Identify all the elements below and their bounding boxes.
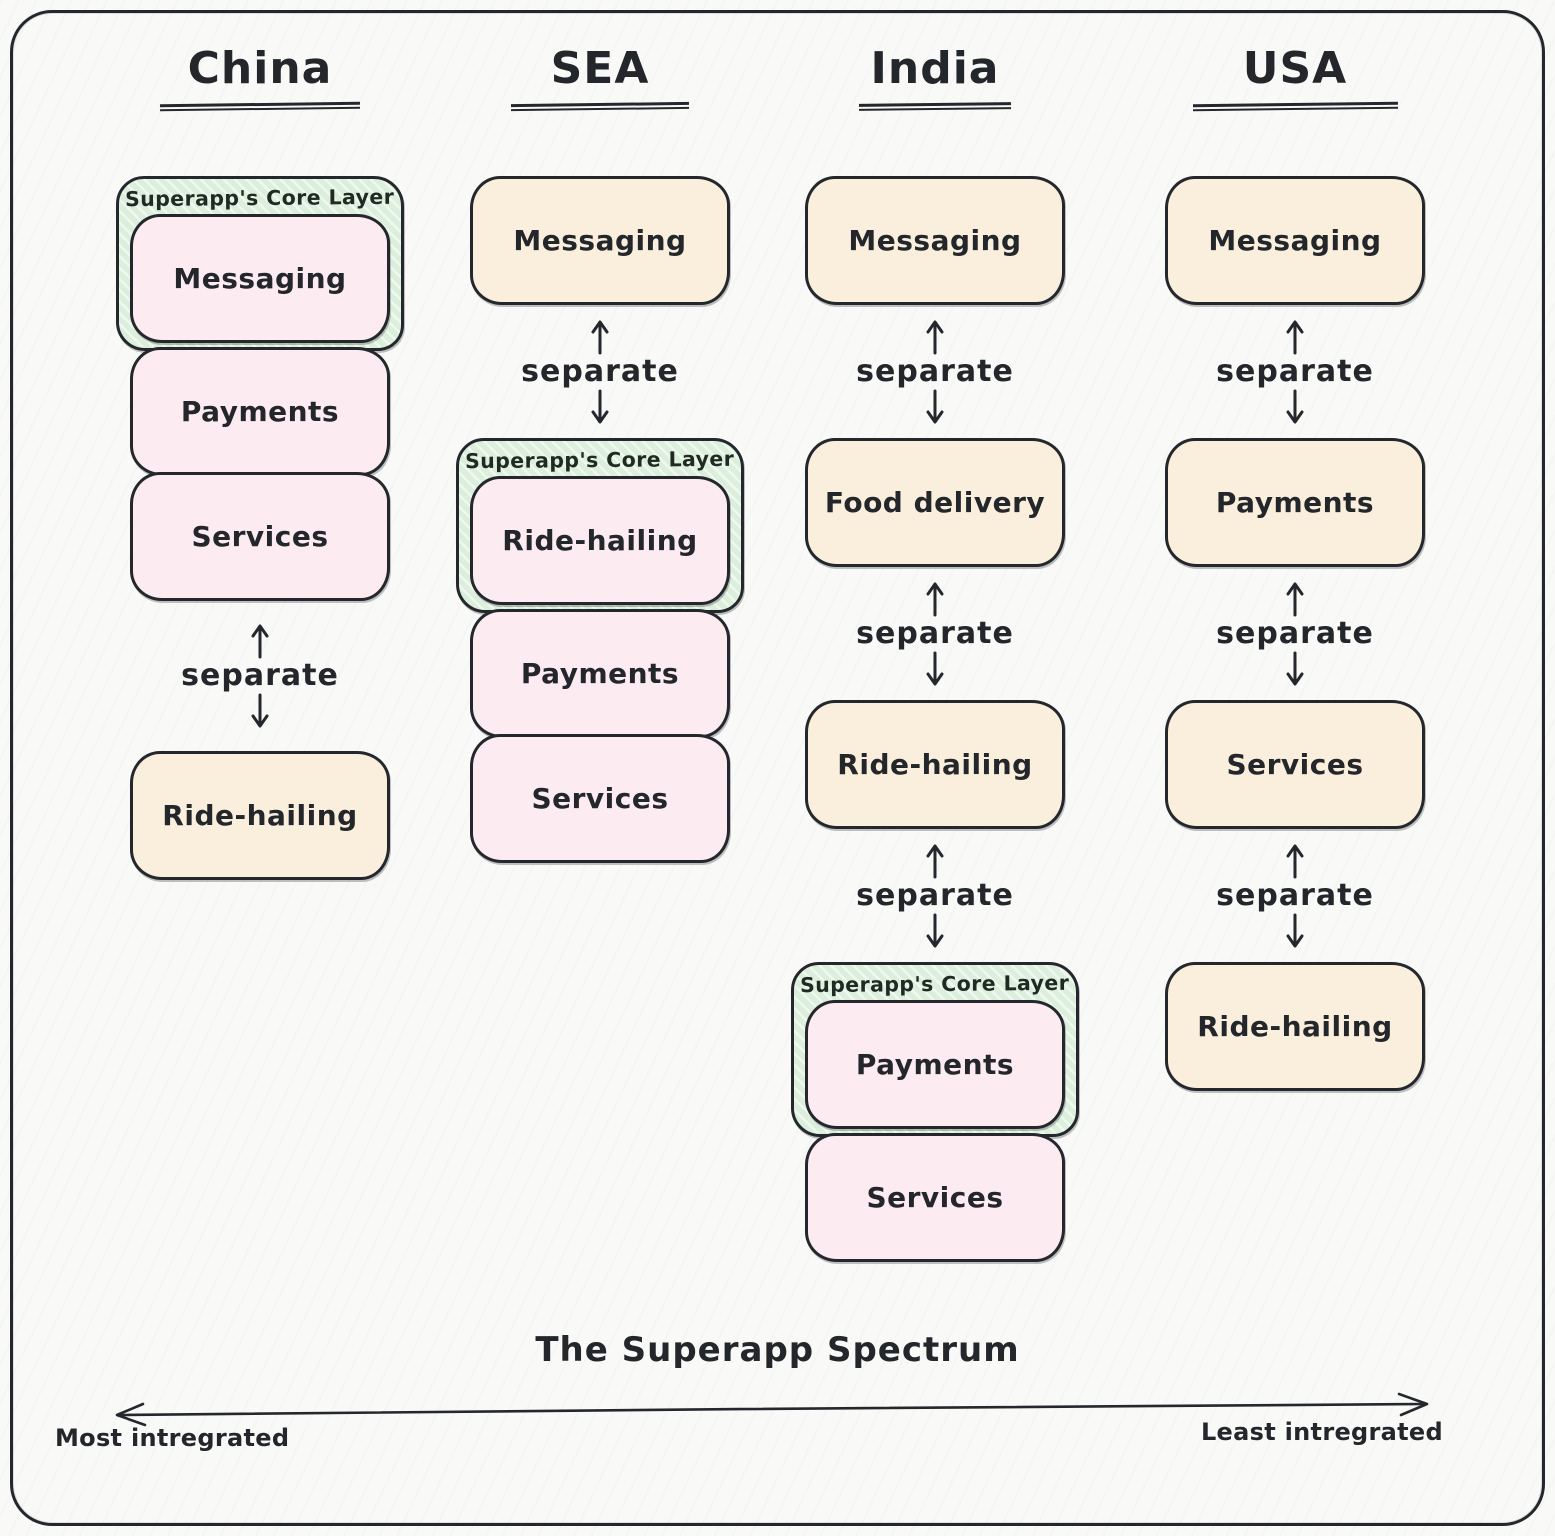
arrow-down-icon	[1286, 913, 1304, 947]
separator-label: separate	[856, 877, 1014, 913]
arrow-up-icon	[926, 320, 944, 354]
arrow-up-icon	[1286, 320, 1304, 354]
separator-label: separate	[1216, 615, 1374, 651]
box-usa-ride-hailing: Ride-hailing	[1165, 962, 1425, 1091]
box-label: Payments	[520, 657, 680, 690]
box-label: Messaging	[173, 262, 347, 295]
arrow-down-icon	[926, 389, 944, 423]
column-usa: USA Messaging separate Payments separate…	[1145, 44, 1445, 1091]
arrow-up-icon	[591, 320, 609, 354]
header-underline	[858, 102, 1012, 111]
box-label: Services	[1226, 748, 1364, 781]
arrow-down-icon	[1286, 389, 1304, 423]
box-label: Ride-hailing	[162, 799, 358, 832]
separator: separate	[181, 601, 339, 751]
arrow-down-icon	[1286, 651, 1304, 685]
column-header-china: China	[187, 43, 333, 94]
separator: separate	[1216, 567, 1374, 700]
box-india-services: Services	[805, 1133, 1065, 1262]
arrow-down-icon	[926, 651, 944, 685]
box-china-services: Services	[130, 472, 390, 601]
arrow-down-icon	[926, 913, 944, 947]
axis-label-least-integrated: Least intregrated	[1200, 1418, 1443, 1446]
separator: separate	[856, 567, 1014, 700]
separator: separate	[1216, 829, 1374, 962]
box-label: Ride-hailing	[837, 748, 1033, 781]
arrow-down-icon	[251, 693, 269, 728]
header-underline	[159, 101, 361, 112]
separator-label: separate	[856, 615, 1014, 651]
axis-labels: Most intregrated Least intregrated	[0, 1418, 1555, 1452]
column-sea: SEA Messaging separate Superapp's Core L…	[450, 44, 750, 863]
box-label: Services	[866, 1181, 1004, 1214]
column-header-sea: SEA	[550, 43, 650, 94]
diagram-frame	[10, 10, 1545, 1526]
box-china-messaging: Messaging	[130, 214, 390, 343]
box-label: Payments	[1215, 486, 1375, 519]
arrow-down-icon	[591, 389, 609, 423]
box-india-food-delivery: Food delivery	[805, 438, 1065, 567]
separator-label: separate	[1216, 877, 1374, 913]
separator: separate	[1216, 305, 1374, 438]
separator-label: separate	[181, 658, 339, 693]
box-label: Payments	[855, 1048, 1015, 1081]
box-china-ride-hailing: Ride-hailing	[130, 751, 390, 880]
box-label: Food delivery	[824, 486, 1046, 519]
box-india-messaging: Messaging	[805, 176, 1065, 305]
arrow-up-icon	[251, 624, 269, 659]
arrow-up-icon	[926, 844, 944, 878]
header-underline	[510, 101, 690, 112]
box-sea-payments: Payments	[470, 609, 730, 738]
box-label: Ride-hailing	[1197, 1010, 1393, 1043]
column-header-usa: USA	[1242, 43, 1348, 94]
separator: separate	[856, 829, 1014, 962]
core-layer-group-sea: Superapp's Core Layer Ride-hailing	[456, 438, 744, 613]
column-china: China Superapp's Core Layer Messaging Pa…	[110, 44, 410, 880]
diagram-title: The Superapp Spectrum	[535, 1330, 1020, 1370]
box-sea-ride-hailing: Ride-hailing	[470, 476, 730, 605]
box-label: Ride-hailing	[502, 524, 698, 557]
box-india-ride-hailing: Ride-hailing	[805, 700, 1065, 829]
double-arrow-icon	[115, 1392, 1429, 1427]
box-india-payments: Payments	[805, 1000, 1065, 1129]
arrow-up-icon	[1286, 582, 1304, 616]
box-sea-messaging: Messaging	[470, 176, 730, 305]
box-label: Messaging	[513, 224, 687, 257]
separator-label: separate	[521, 353, 679, 389]
core-layer-label: Superapp's Core Layer	[800, 970, 1070, 997]
separator-label: separate	[1216, 353, 1374, 389]
box-usa-services: Services	[1165, 700, 1425, 829]
box-label: Payments	[180, 395, 340, 428]
axis-label-most-integrated: Most intregrated	[55, 1424, 290, 1452]
core-layer-label: Superapp's Core Layer	[465, 446, 735, 473]
column-header-india: India	[870, 43, 1000, 94]
box-usa-messaging: Messaging	[1165, 176, 1425, 305]
core-layer-group-india: Superapp's Core Layer Payments	[791, 962, 1079, 1137]
box-label: Messaging	[1208, 224, 1382, 257]
box-china-payments: Payments	[130, 347, 390, 476]
core-layer-group-china: Superapp's Core Layer Messaging	[116, 176, 404, 351]
box-usa-payments: Payments	[1165, 438, 1425, 567]
separator-label: separate	[856, 353, 1014, 389]
box-sea-services: Services	[470, 734, 730, 863]
arrow-up-icon	[926, 582, 944, 616]
separator: separate	[521, 305, 679, 438]
column-india: India Messaging separate Food delivery s…	[785, 44, 1085, 1262]
box-label: Messaging	[848, 224, 1022, 257]
core-layer-label: Superapp's Core Layer	[125, 184, 395, 211]
separator: separate	[856, 305, 1014, 438]
box-label: Services	[191, 520, 329, 553]
box-label: Services	[531, 782, 669, 815]
header-underline	[1192, 101, 1398, 112]
arrow-up-icon	[1286, 844, 1304, 878]
